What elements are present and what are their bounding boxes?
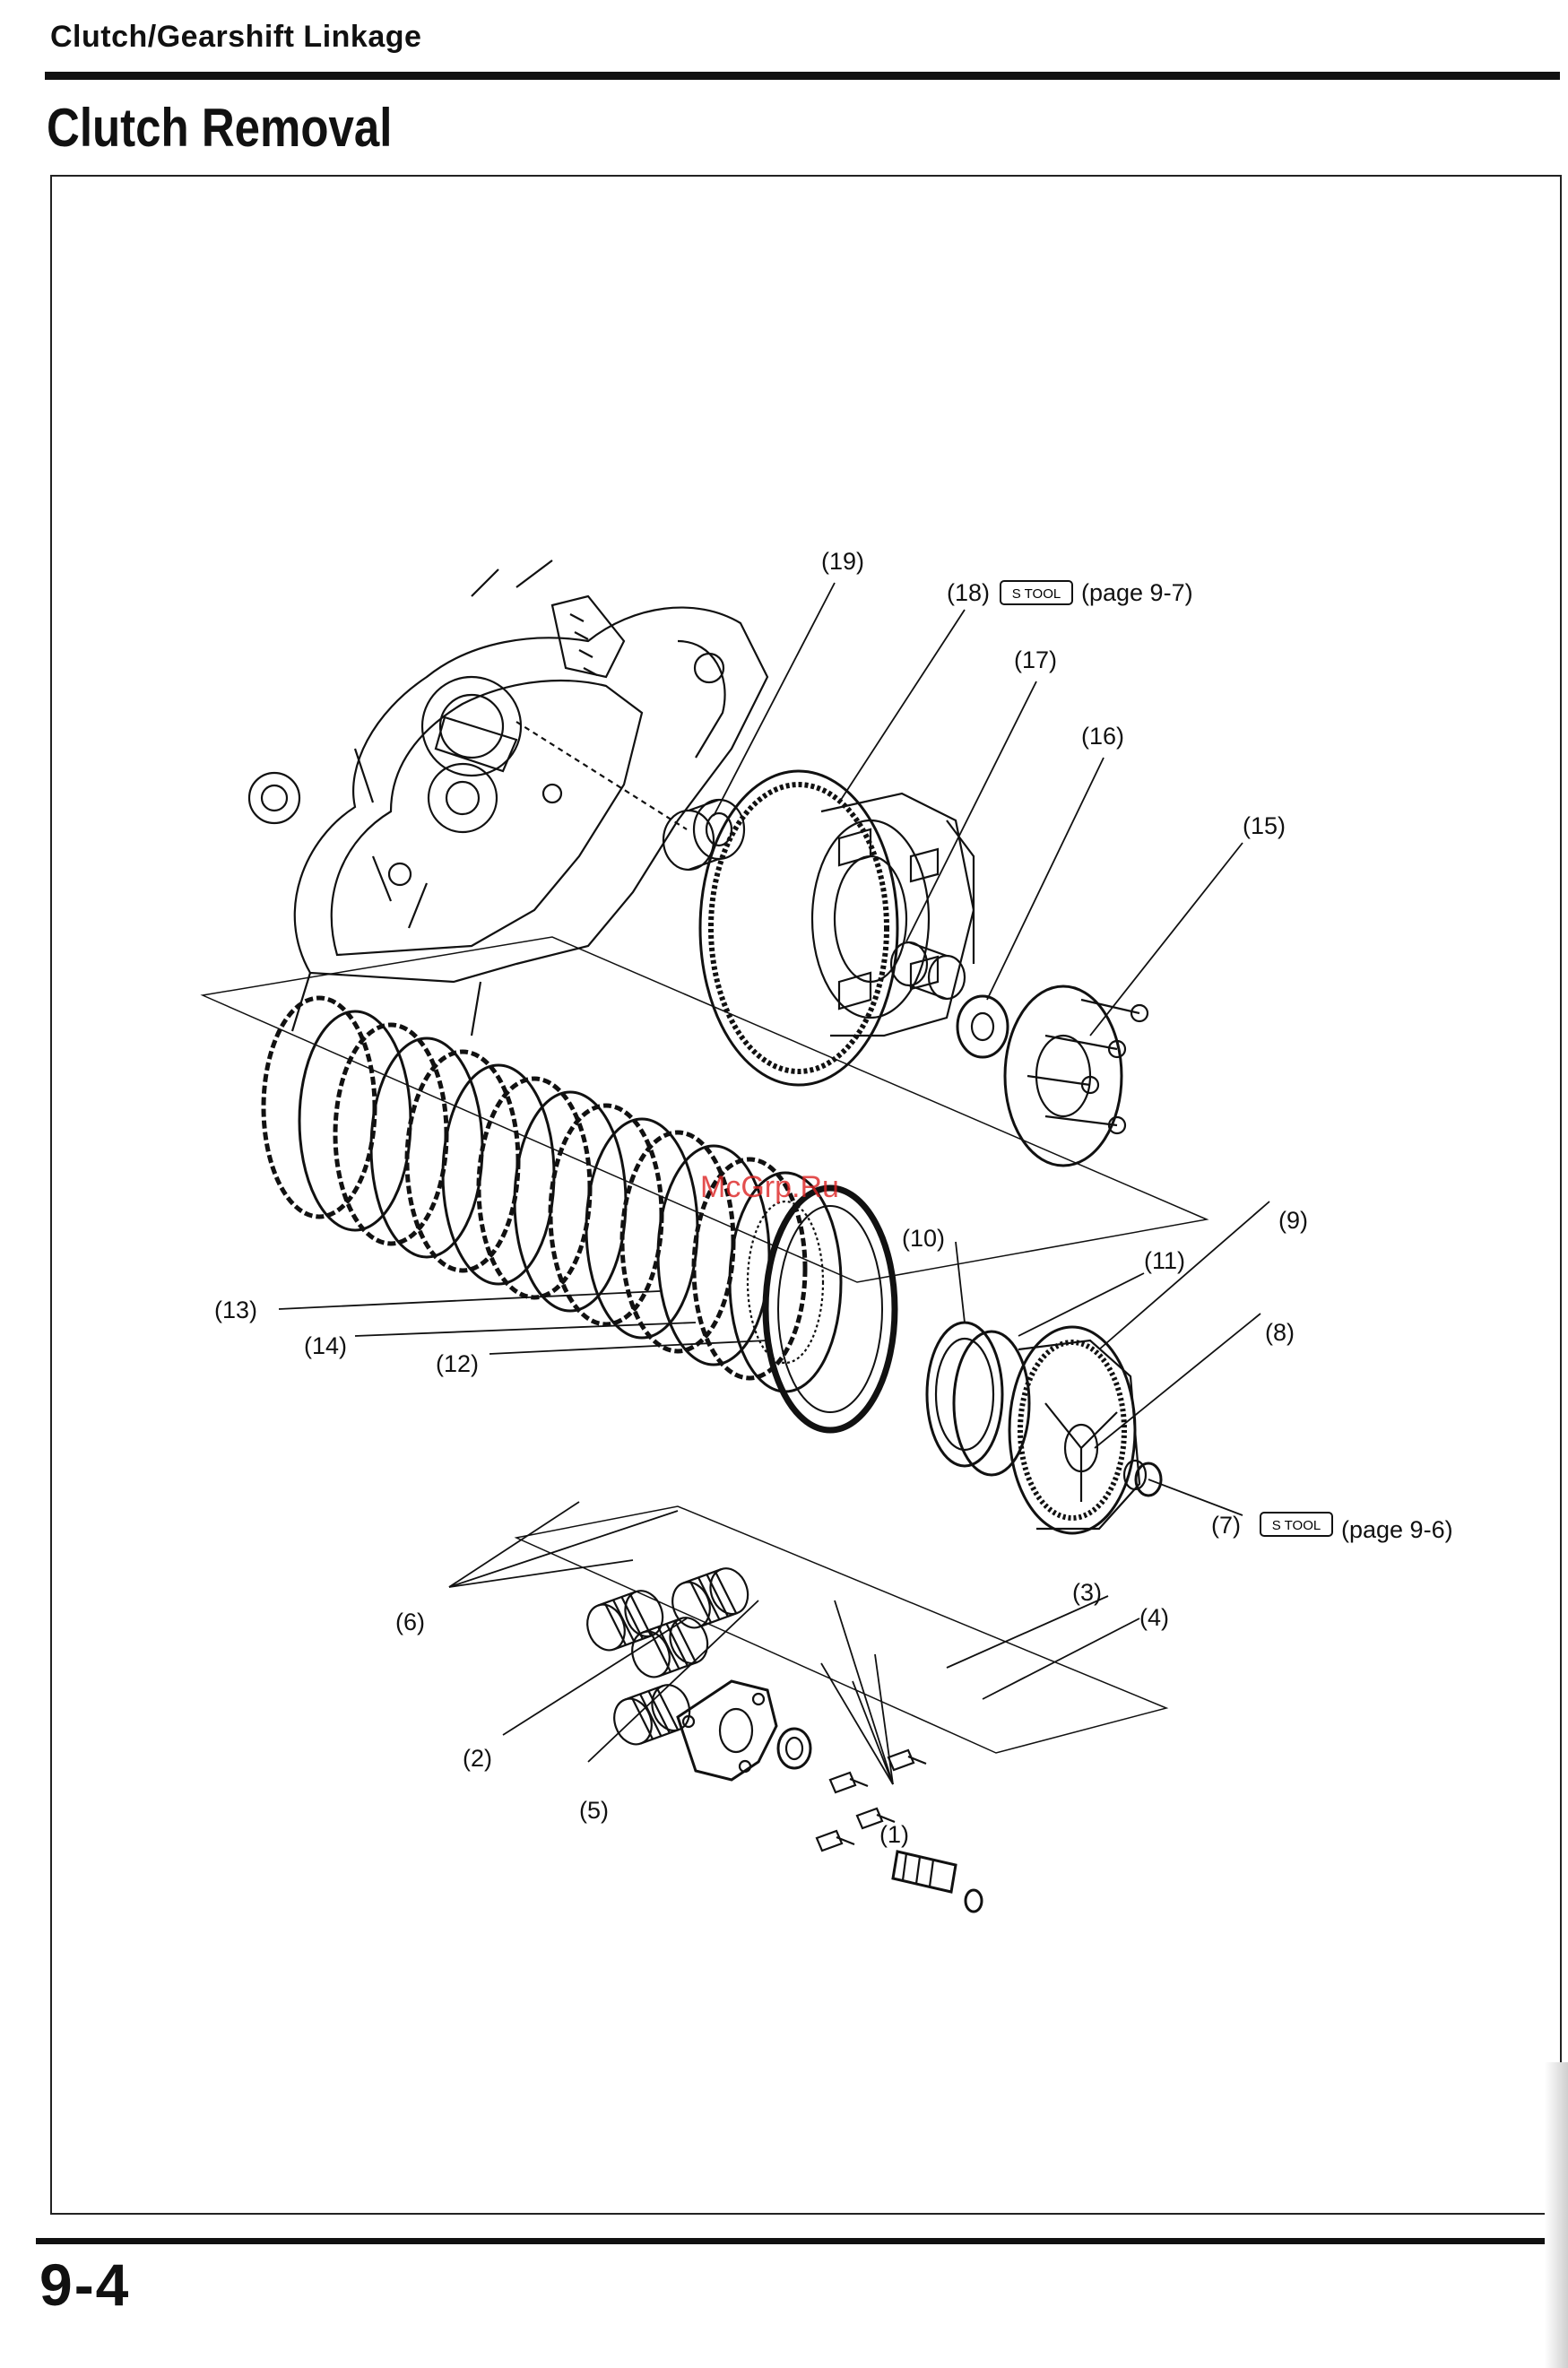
locknut-drawing — [1124, 1461, 1161, 1496]
callout-13: (13) — [214, 1297, 257, 1323]
callout-9: (9) — [1278, 1207, 1308, 1234]
engine-case-drawing — [249, 560, 767, 1036]
clutch-springs-drawing — [581, 1563, 754, 1749]
callout-19: (19) — [821, 548, 864, 575]
spring-seat-drawing — [927, 1323, 1029, 1475]
tool-ref-page-9-6: (page 9-6) — [1341, 1516, 1453, 1543]
clutch-outer-drawing — [700, 771, 974, 1085]
s-tool-badge-18: S TOOL — [1001, 581, 1072, 604]
page-number: 9-4 — [39, 2251, 130, 2319]
thrust-washer-drawing — [957, 996, 1008, 1057]
o-ring-drawing — [966, 1890, 982, 1912]
callout-18: (18) — [947, 579, 990, 606]
section-header: Clutch/Gearshift Linkage — [50, 20, 421, 55]
s-tool-badge-7: S TOOL — [1260, 1513, 1332, 1536]
callout-11: (11) — [1144, 1247, 1185, 1274]
callout-4: (4) — [1139, 1604, 1169, 1631]
callout-6: (6) — [395, 1609, 425, 1635]
scan-shadow — [1545, 2062, 1568, 2368]
callout-14: (14) — [304, 1332, 347, 1359]
clutch-center-drawing — [1009, 1327, 1139, 1533]
bolts-drawing — [817, 1750, 926, 1851]
callout-5: (5) — [579, 1797, 609, 1824]
callout-7: (7) — [1211, 1512, 1241, 1539]
callout-17: (17) — [1014, 646, 1057, 673]
callout-12: (12) — [436, 1350, 479, 1377]
header-rule — [45, 72, 1560, 80]
callout-10: (10) — [902, 1225, 945, 1252]
callout-16: (16) — [1081, 723, 1124, 750]
callout-3: (3) — [1072, 1579, 1102, 1606]
callout-1: (1) — [879, 1821, 909, 1848]
pressure-plate-drawing — [1005, 986, 1148, 1166]
lifter-bearing-drawing — [778, 1729, 810, 1768]
s-tool-label-18: S TOOL — [1012, 586, 1061, 602]
lifter-plate-drawing — [678, 1681, 776, 1780]
tool-ref-page-9-7: (page 9-7) — [1081, 579, 1193, 606]
callout-8: (8) — [1265, 1319, 1295, 1346]
page-title: Clutch Removal — [47, 97, 392, 159]
footer-rule — [36, 2238, 1564, 2244]
exploded-clutch-diagram: (19) (18) S TOOL (page 9-7) (17) (16) (1… — [50, 175, 1562, 2215]
callout-15: (15) — [1243, 812, 1286, 839]
callout-2: (2) — [463, 1745, 492, 1772]
watermark: McGrp.Ru — [700, 1170, 839, 1204]
lifter-rod-drawing — [893, 1852, 956, 1892]
s-tool-label-7: S TOOL — [1272, 1518, 1321, 1533]
judder-ring-drawing — [766, 1188, 895, 1430]
